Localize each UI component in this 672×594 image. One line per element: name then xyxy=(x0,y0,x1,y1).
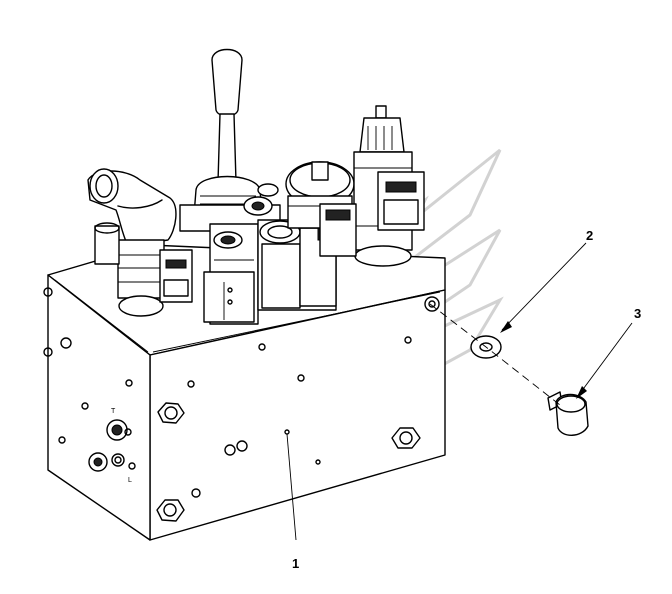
callout-3: 3 xyxy=(634,306,641,321)
mount-bolt xyxy=(157,402,185,424)
callout-2: 2 xyxy=(586,228,593,243)
solenoid-valve-left xyxy=(203,223,259,325)
leader-lines xyxy=(286,242,633,541)
port-mark-t: T xyxy=(111,408,116,415)
pressure-sensor xyxy=(319,105,425,267)
small-fitting xyxy=(243,183,279,216)
callout-1: 1 xyxy=(292,556,299,571)
port-mark-l: L xyxy=(128,477,132,484)
mount-bolt xyxy=(391,427,421,449)
elbow-fitting xyxy=(87,168,193,317)
mount-bolt xyxy=(156,499,185,522)
explode-axis-line xyxy=(429,303,561,406)
hex-bolt-part xyxy=(547,391,589,436)
relief-valve-cap xyxy=(285,161,355,229)
